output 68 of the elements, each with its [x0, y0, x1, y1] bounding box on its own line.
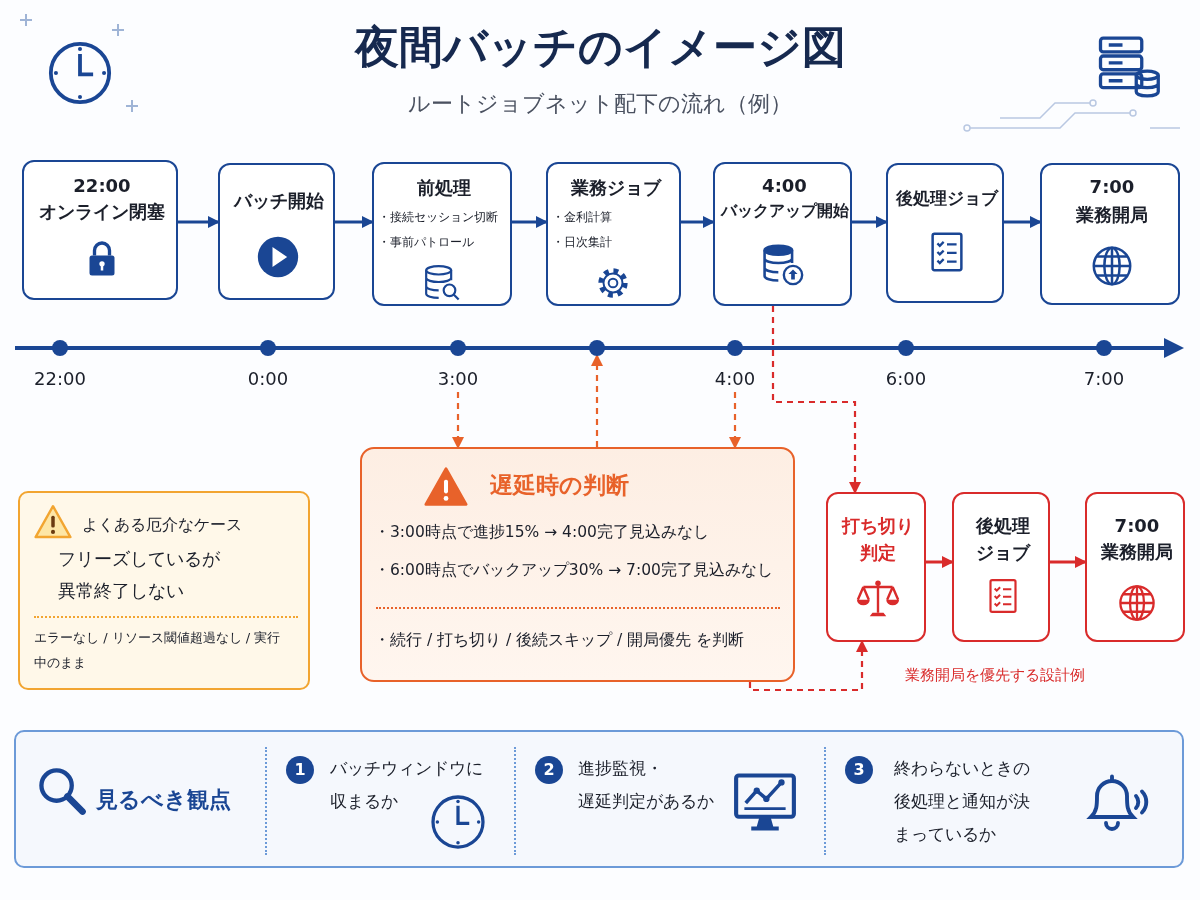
step-title: バッチ開始: [232, 189, 325, 213]
card-body: フリーズしているが異常終了しない: [58, 547, 221, 603]
arrow: [748, 640, 868, 692]
step-number: 1: [286, 756, 314, 784]
step-title: バックアップ開始: [719, 201, 850, 222]
process-box: [952, 492, 1050, 642]
decision-card: [360, 447, 795, 682]
step-number: 2: [535, 756, 563, 784]
step-title: 4:00: [761, 174, 808, 198]
process-box: [1040, 163, 1180, 305]
process-box: [826, 492, 926, 642]
step-title: 7:00: [1113, 514, 1161, 538]
note-card: [18, 491, 310, 690]
arrow: [771, 306, 861, 494]
judgement-item: ・6:00時点でバックアップ30% → 7:00完了見込みなし: [374, 560, 774, 581]
step-detail: ・接続セッション切断: [378, 209, 499, 226]
arrow: [1004, 216, 1042, 228]
checkpoint-panel: [14, 730, 1184, 868]
arrow: [729, 392, 741, 449]
step-title: 業務ジョブ: [569, 176, 663, 200]
arrow: [681, 216, 715, 228]
step-detail: ・事前パトロール: [378, 234, 475, 251]
step-detail: ・金利計算: [552, 209, 613, 226]
card-heading: よくある厄介なケース: [82, 514, 243, 536]
checkpoint-text: バッチウィンドウに収まるか: [330, 757, 484, 814]
process-box: [546, 162, 681, 306]
card-note: エラーなし / リソース閾値超過なし / 実行中のまま: [34, 629, 282, 673]
step-title: 業務開局: [1075, 203, 1149, 227]
step-detail: ・日次集計: [552, 234, 613, 251]
panel-heading: 見るべき観点: [96, 786, 232, 814]
timeline-dot: [589, 340, 605, 356]
step-title: 業務開局: [1100, 540, 1174, 564]
arrow: [1050, 556, 1087, 568]
step-title: 前処理: [416, 176, 472, 200]
arrow: [178, 216, 220, 228]
judgement-item: ・続行 / 打ち切り / 後続スキップ / 開局優先 を判断: [374, 630, 746, 651]
process-box: [372, 162, 512, 306]
subtitle: ルートジョブネット配下の流れ（例）: [407, 90, 793, 118]
process-box: [22, 160, 178, 300]
time-label: 7:00: [1082, 367, 1126, 391]
process-box: [713, 162, 852, 306]
time-label: 0:00: [246, 367, 290, 391]
step-title: 後処理ジョブ: [895, 188, 1000, 210]
time-label: 3:00: [428, 366, 488, 392]
arrow: [852, 216, 888, 228]
arrow: [512, 216, 548, 228]
process-box: [218, 163, 335, 300]
diagram-title: 夜間バッチのイメージ図: [353, 20, 847, 74]
step-title: オンライン閉塞: [38, 200, 166, 224]
design-note: 業務開局を優先する設計例: [905, 665, 1086, 686]
time-label: 6:00: [884, 367, 928, 391]
card-heading: 遅延時の判断: [490, 471, 630, 500]
time-label: 22:00: [33, 367, 87, 391]
step-title: 後処理ジョブ: [974, 514, 1032, 565]
time-label: 4:00: [705, 366, 765, 392]
judgement-item: ・3:00時点で進捗15% → 4:00完了見込みなし: [374, 522, 710, 543]
step-title: 7:00: [1088, 175, 1136, 199]
process-box: [1085, 492, 1185, 642]
checkpoint-text: 終わらないときの後処理と通知が決まっているか: [894, 757, 1031, 847]
arrow: [452, 392, 464, 449]
arrow: [591, 354, 603, 447]
arrow: [926, 556, 954, 568]
arrow: [335, 216, 374, 228]
step-title: 打ち切り判定: [840, 514, 915, 565]
process-box: [886, 163, 1004, 303]
step-title: 22:00: [72, 174, 132, 198]
step-number: 3: [845, 756, 873, 784]
checkpoint-text: 進捗監視・遅延判定があるか: [578, 757, 715, 814]
